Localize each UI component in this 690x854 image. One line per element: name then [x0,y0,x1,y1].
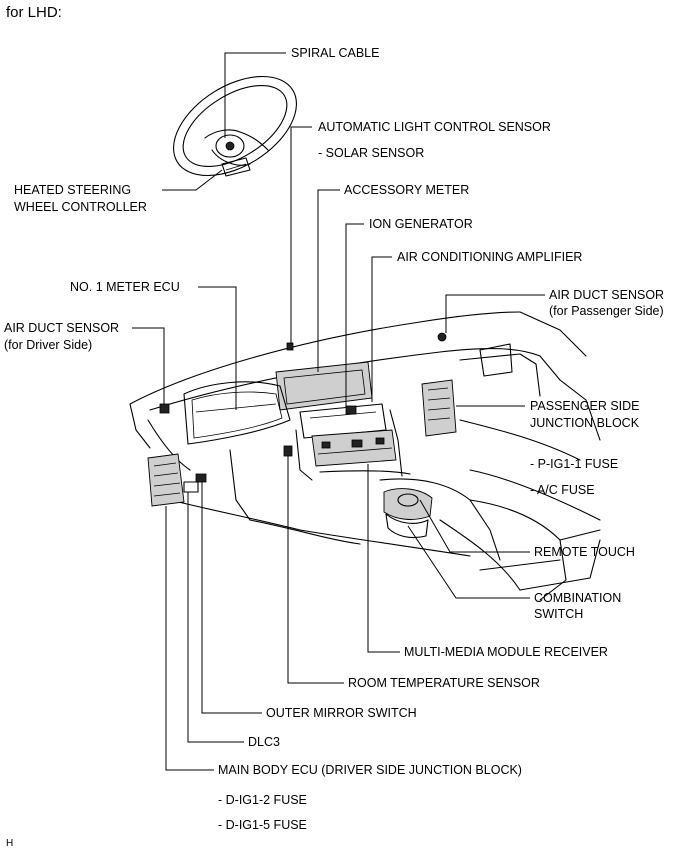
label-multi-media-module-receiver: MULTI-MEDIA MODULE RECEIVER [404,645,608,659]
label-outer-mirror-switch: OUTER MIRROR SWITCH [266,706,417,720]
leader-lines [132,52,545,771]
label-p-ig1-1-fuse: - P-IG1-1 FUSE [530,457,619,471]
label-automatic-light-control-sensor: AUTOMATIC LIGHT CONTROL SENSOR [318,120,551,134]
label-passenger-side-junction-block-line1: PASSENGER SIDE [530,399,640,413]
label-air-duct-sensor-driver-line1: AIR DUCT SENSOR [4,321,120,335]
label-combination-switch-line2: SWITCH [534,607,584,621]
meter-cluster-shape [183,381,291,445]
label-air-duct-sensor-passenger-line2: (for Passenger Side) [549,304,664,318]
label-spiral-cable: SPIRAL CABLE [291,46,380,60]
instrument-panel-illustration [129,311,601,601]
label-heated-steering-line2: WHEEL CONTROLLER [14,200,147,214]
label-heated-steering-line1: HEATED STEERING [14,183,132,197]
air-duct-sensor-passenger-shape [437,332,447,342]
label-room-temperature-sensor: ROOM TEMPERATURE SENSOR [348,676,540,690]
label-no1-meter-ecu: NO. 1 METER ECU [70,280,180,294]
label-combination-switch-line1: COMBINATION [534,591,622,605]
ac-control-panel-shape [311,429,397,467]
label-d-ig1-2-fuse: - D-IG1-2 FUSE [218,793,307,807]
label-d-ig1-5-fuse: - D-IG1-5 FUSE [218,818,307,832]
steering-wheel-illustration [173,75,297,177]
label-main-body-ecu: MAIN BODY ECU (DRIVER SIDE JUNCTION BLOC… [218,763,522,777]
label-remote-touch: REMOTE TOUCH [534,545,635,559]
room-temperature-sensor-shape [283,445,293,457]
outer-mirror-switch-shape [183,473,207,493]
passenger-junction-block-shape [421,379,457,437]
diagram-header: for LHD: [6,4,62,21]
label-ion-generator: ION GENERATOR [369,217,473,231]
solar-sensor-shape [286,342,294,351]
air-duct-sensor-driver-shape [159,403,170,414]
label-air-duct-sensor-driver-line2: (for Driver Side) [4,338,93,352]
accessory-meter-shape [275,361,373,411]
label-ac-fuse: - A/C FUSE [530,483,595,497]
remote-touch-shape [383,488,433,520]
label-solar-sensor: - SOLAR SENSOR [318,146,425,160]
combination-switch-shape [385,513,429,539]
figure-code: H [6,838,14,849]
label-air-duct-sensor-passenger-line1: AIR DUCT SENSOR [549,288,665,302]
label-air-conditioning-amplifier: AIR CONDITIONING AMPLIFIER [397,250,583,264]
label-dlc3: DLC3 [248,735,280,749]
label-accessory-meter: ACCESSORY METER [344,183,470,197]
label-passenger-side-junction-block-line2: JUNCTION BLOCK [530,416,640,430]
main-body-ecu-shape [147,453,185,507]
